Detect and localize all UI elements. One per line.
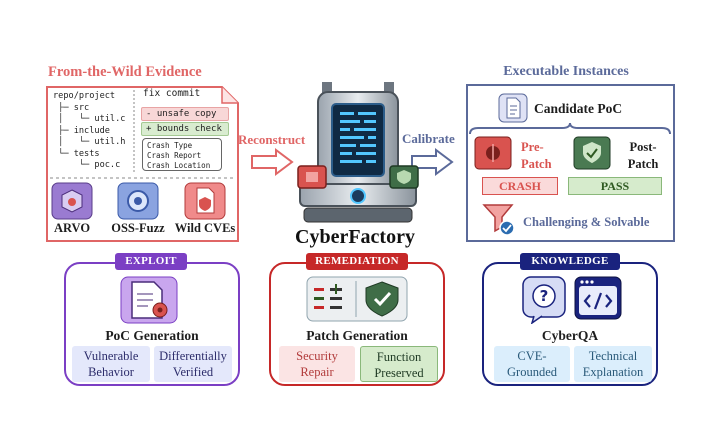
challenging-solvable-label: Challenging & Solvable [523,215,650,229]
pill-line: Security [296,349,338,363]
pill-line: Function [376,350,422,364]
candidate-poc-label: Candidate PoC [534,101,623,116]
pill-line: Verified [172,365,214,379]
crash-type-line: Crash Type [147,141,193,150]
reconstruct-label: Reconstruct [238,132,306,147]
pre-patch-crash-icon [474,136,512,170]
brace-icon [469,122,671,135]
crash-info-box: Crash Type Crash Report Crash Location [142,138,222,171]
pill-line: Differentially [159,349,227,363]
wild-cves-icon [184,182,226,220]
pill-line: Explanation [582,365,644,379]
exploit-tag: EXPLOIT [115,253,187,270]
pill-line: Grounded [507,365,557,379]
cve-grounded-pill: CVE- Grounded [494,346,570,382]
vulnerable-behavior-pill: Vulnerable Behavior [72,346,150,382]
patch-generation-title: Patch Generation [306,328,408,343]
evidence-title: From-the-Wild Evidence [48,64,202,80]
candidate-poc-icon [498,93,528,123]
technical-explanation-pill: Technical Explanation [574,346,652,382]
pre-patch-line-1: Pre- [521,140,544,154]
knowledge-tag: KNOWLEDGE [520,253,620,270]
question-bubble-icon: ? [522,276,566,324]
source-label-arvo: ARVO [53,221,91,235]
pill-line: Vulnerable [83,349,139,363]
funnel-icon [482,204,515,236]
factory-machine-icon [297,82,419,223]
remediation-tag: REMEDIATION [306,253,408,270]
security-repair-pill: Security Repair [279,346,355,382]
pre-patch-line-2: Patch [521,157,552,171]
poc-document-icon [120,276,178,324]
poc-generation-title: PoC Generation [105,328,199,343]
diff-removed-line: - unsafe copy [141,107,229,121]
crash-status-badge: CRASH [482,177,558,195]
post-patch-line-1: Post- [629,140,657,154]
differentially-verified-pill: Differentially Verified [154,346,232,382]
source-label-wild-cves: Wild CVEs [174,221,236,235]
instances-title: Executable Instances [503,64,629,79]
post-patch-shield-icon [573,136,611,170]
pill-line: Behavior [88,365,134,379]
pill-line: CVE- [517,349,547,363]
calibrate-label: Calibrate [402,131,455,146]
fix-commit-label: fix commit [143,88,201,99]
pill-line: Technical [588,349,638,363]
oss-fuzz-icon [117,182,159,220]
repo-tree: repo/project ├─ src │ └─ util.c ├─ inclu… [53,91,126,170]
reconstruct-arrow-icon [251,148,294,176]
post-patch-label: Post- Patch [621,139,665,173]
source-label-oss-fuzz: OSS-Fuzz [111,221,165,235]
crash-location-line: Crash Location [147,161,211,170]
pre-patch-label: Pre- Patch [521,139,552,173]
pill-line: Preserved [374,366,424,380]
patch-tools-icon [306,276,408,322]
diff-added-line: + bounds check [141,122,229,136]
code-window-icon [574,276,622,320]
instances-box [466,84,675,242]
function-preserved-pill: Function Preserved [360,346,438,382]
cyberqa-title: CyberQA [541,328,599,343]
pass-status-badge: PASS [568,177,662,195]
crash-report-line: Crash Report [147,151,202,160]
svg-text:?: ? [540,287,549,305]
post-patch-line-2: Patch [627,157,659,171]
pill-line: Repair [300,365,334,379]
arvo-icon [51,182,93,220]
factory-title: CyberFactory [295,226,415,248]
